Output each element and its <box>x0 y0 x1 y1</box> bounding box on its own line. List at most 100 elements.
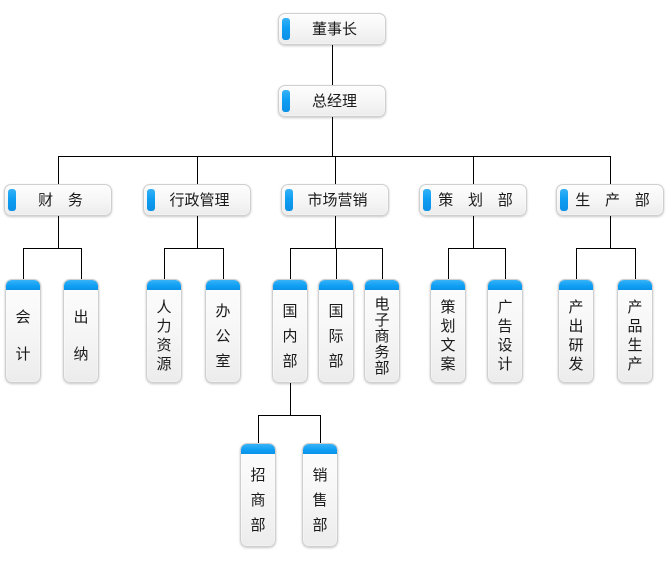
connector-bar-administration <box>164 248 223 249</box>
node-char: 产 <box>627 355 643 373</box>
node-char: 会 <box>15 308 31 326</box>
node-char: 品 <box>627 317 643 335</box>
node-char: 务 <box>374 342 390 361</box>
node-char: 招 <box>250 465 266 484</box>
connector-drop-production-1 <box>635 248 636 279</box>
connector-bar-production <box>576 248 635 249</box>
org-node-label-advertising-design: 广告设计 <box>488 290 522 382</box>
node-char: 电 <box>374 294 390 313</box>
node-char: 售 <box>312 490 328 509</box>
node-accent-bar-icon <box>6 280 40 290</box>
node-char: 人 <box>156 298 172 316</box>
org-node-office[interactable]: 办公室 <box>205 279 241 383</box>
connector-bar-planning <box>448 248 505 249</box>
node-char: 子 <box>374 310 390 329</box>
node-char: 计 <box>497 355 513 373</box>
node-char: 国 <box>282 301 298 320</box>
org-node-international-dept[interactable]: 国际部 <box>318 279 354 383</box>
node-char: 生 <box>627 336 643 354</box>
connector-drop-marketing-2 <box>382 248 383 279</box>
org-node-marketing[interactable]: 市场营销 <box>281 184 389 216</box>
node-char: 产 <box>568 298 584 316</box>
node-char: 部 <box>328 351 344 370</box>
node-char: 销 <box>312 465 328 484</box>
org-node-investment-dept[interactable]: 招商部 <box>240 443 276 547</box>
node-accent-bar-icon <box>241 444 275 454</box>
org-node-advertising-design[interactable]: 广告设计 <box>487 279 523 383</box>
node-char: 计 <box>15 345 31 363</box>
node-accent-bar-icon <box>431 280 465 290</box>
org-node-label-finance: 财 务 <box>38 190 88 209</box>
connector-drop-level3-2 <box>335 156 336 184</box>
node-char: 公 <box>215 326 231 345</box>
connector-gm-stem <box>332 117 333 156</box>
node-char: 纳 <box>73 345 89 363</box>
connector-stem-planning <box>473 216 474 248</box>
org-node-chairman[interactable]: 董事长 <box>278 13 386 45</box>
org-node-administration[interactable]: 行政管理 <box>143 184 251 216</box>
connector-chairman-gm <box>332 45 333 85</box>
node-char: 出 <box>73 308 89 326</box>
connector-drop-planning-1 <box>505 248 506 279</box>
org-node-domestic-dept[interactable]: 国内部 <box>272 279 308 383</box>
node-accent-bar-icon <box>365 280 399 290</box>
org-node-general-manager[interactable]: 总经理 <box>278 85 386 117</box>
org-node-planning-copywriting[interactable]: 策划文案 <box>430 279 466 383</box>
node-char: 文 <box>440 336 456 354</box>
node-char: 部 <box>312 515 328 534</box>
org-node-label-human-resources: 人力资源 <box>147 290 181 382</box>
node-char: 源 <box>156 355 172 373</box>
connector-drop-administration-1 <box>223 248 224 279</box>
node-char: 力 <box>156 317 172 335</box>
org-node-production[interactable]: 生 产 部 <box>556 184 664 216</box>
node-char: 办 <box>215 301 231 320</box>
org-node-product-manufacturing[interactable]: 产品生产 <box>617 279 653 383</box>
org-node-accounting[interactable]: 会计 <box>5 279 41 383</box>
org-node-finance[interactable]: 财 务 <box>4 184 112 216</box>
node-char: 室 <box>215 351 231 370</box>
node-accent-bar-icon <box>488 280 522 290</box>
node-char: 际 <box>328 326 344 345</box>
connector-bar-domestic-dept <box>258 415 320 416</box>
org-node-human-resources[interactable]: 人力资源 <box>146 279 182 383</box>
org-node-label-office: 办公室 <box>206 290 240 382</box>
org-node-cashier[interactable]: 出纳 <box>63 279 99 383</box>
connector-bus-level3 <box>58 156 610 157</box>
connector-stem-finance <box>58 216 59 248</box>
org-node-label-accounting: 会计 <box>6 290 40 382</box>
node-char: 划 <box>440 317 456 335</box>
org-node-sales-dept[interactable]: 销售部 <box>302 443 338 547</box>
connector-bar-finance <box>23 248 81 249</box>
org-node-label-investment-dept: 招商部 <box>241 454 275 546</box>
org-node-label-planning-copywriting: 策划文案 <box>431 290 465 382</box>
org-node-label-domestic-dept: 国内部 <box>273 290 307 382</box>
org-node-label-output-rd: 产出研发 <box>559 290 593 382</box>
node-accent-bar-icon <box>423 189 431 211</box>
org-node-ecommerce-dept[interactable]: 电子商务部 <box>364 279 400 383</box>
org-node-label-product-manufacturing: 产品生产 <box>618 290 652 382</box>
org-node-planning[interactable]: 策 划 部 <box>419 184 527 216</box>
node-accent-bar-icon <box>285 189 293 211</box>
org-node-output-rd[interactable]: 产出研发 <box>558 279 594 383</box>
node-accent-bar-icon <box>303 444 337 454</box>
node-accent-bar-icon <box>319 280 353 290</box>
node-char: 内 <box>282 326 298 345</box>
node-accent-bar-icon <box>8 189 16 211</box>
node-char: 策 <box>440 298 456 316</box>
node-char: 告 <box>497 317 513 335</box>
node-char: 设 <box>497 336 513 354</box>
node-accent-bar-icon <box>64 280 98 290</box>
connector-drop-domestic-dept-0 <box>258 415 259 443</box>
node-char: 部 <box>374 358 390 377</box>
node-accent-bar-icon <box>559 280 593 290</box>
org-node-label-ecommerce-dept: 电子商务部 <box>365 290 399 382</box>
node-char: 产 <box>627 298 643 316</box>
connector-drop-level3-0 <box>58 156 59 184</box>
node-accent-bar-icon <box>282 18 290 40</box>
org-node-label-cashier: 出纳 <box>64 290 98 382</box>
org-node-label-marketing: 市场营销 <box>307 190 368 209</box>
node-char: 国 <box>328 301 344 320</box>
node-char: 商 <box>250 490 266 509</box>
connector-drop-administration-0 <box>164 248 165 279</box>
